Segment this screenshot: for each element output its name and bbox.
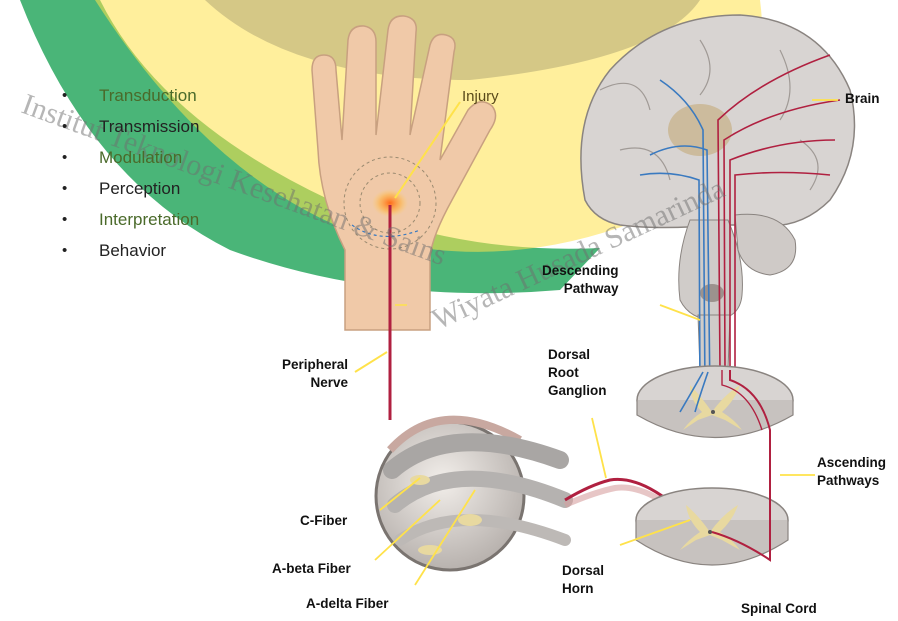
label-brain: Brain <box>845 90 880 108</box>
label-dorsal-horn: Dorsal Horn <box>562 562 604 598</box>
list-item-text: Modulation <box>99 142 182 173</box>
list-item-text: Transduction <box>99 80 197 111</box>
label-a-beta-fiber: A-beta Fiber <box>272 560 351 578</box>
label-spinal-cord: Spinal Cord <box>741 600 817 618</box>
label-c-fiber: C-Fiber <box>300 512 347 530</box>
label-injury: Injury <box>462 88 499 106</box>
list-item-text: Perception <box>99 173 180 204</box>
spinal-segment-lower <box>636 488 788 565</box>
brainstem <box>679 220 743 320</box>
list-item-text: Transmission <box>99 111 199 142</box>
list-item-text: Behavior <box>99 235 166 266</box>
label-dorsal-root-ganglion: Dorsal Root Ganglion <box>548 346 607 400</box>
peripheral-pointer <box>355 352 387 372</box>
label-peripheral-nerve: Peripheral Nerve <box>282 356 348 392</box>
nerve-cross-section <box>376 420 565 570</box>
label-descending-pathway: Descending Pathway <box>542 262 619 298</box>
label-ascending-pathways: Ascending Pathways <box>817 454 886 490</box>
label-a-delta-fiber: A-delta Fiber <box>306 595 389 613</box>
list-item-text: Interpretation <box>99 204 199 235</box>
